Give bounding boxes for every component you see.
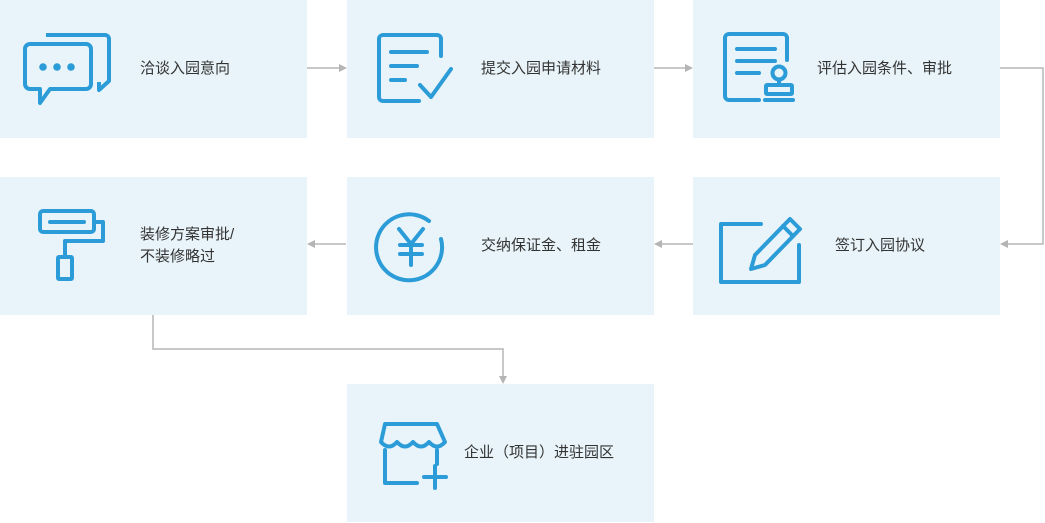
- yen-coin-icon: [374, 212, 445, 283]
- step-4-label: 签订入园协议: [835, 237, 926, 254]
- arrowhead-1-2: [339, 64, 347, 72]
- arrowhead-5-6: [307, 240, 315, 248]
- step-7-enter-park: 企业（项目）进驻园区: [347, 384, 654, 522]
- connector-6-7: [152, 315, 504, 376]
- step-2-label: 提交入园申请材料: [481, 60, 602, 77]
- sign-pen-icon: [719, 217, 802, 284]
- step-1-negotiate-intent: 洽谈入园意向: [0, 0, 307, 138]
- arrowhead-2-3: [685, 64, 693, 72]
- step-3-evaluate-approve: 评估入园条件、审批: [693, 0, 1000, 138]
- connector-3-4: [1000, 67, 1044, 245]
- chat-bubbles-icon: [23, 33, 111, 105]
- document-check-icon: [377, 33, 453, 103]
- arrowhead-6-7: [499, 376, 507, 384]
- step-4-sign-agreement: 签订入园协议: [693, 177, 1000, 315]
- step-5-label: 交纳保证金、租金: [481, 237, 602, 254]
- step-6-renovation-approval: 装修方案审批/ 不装修略过: [0, 177, 307, 315]
- document-stamp-icon: [723, 32, 795, 102]
- step-5-pay-deposit-rent: 交纳保证金、租金: [347, 177, 654, 315]
- arrowhead-3-4: [1000, 240, 1008, 248]
- paint-roller-icon: [38, 209, 105, 281]
- step-1-label: 洽谈入园意向: [140, 60, 231, 77]
- step-3-label: 评估入园条件、审批: [817, 60, 953, 77]
- arrowhead-4-5: [654, 240, 662, 248]
- step-7-label: 企业（项目）进驻园区: [464, 444, 615, 461]
- step-2-submit-application: 提交入园申请材料: [347, 0, 654, 138]
- step-6-label: 装修方案审批/ 不装修略过: [140, 226, 235, 265]
- storefront-add-icon: [379, 422, 448, 490]
